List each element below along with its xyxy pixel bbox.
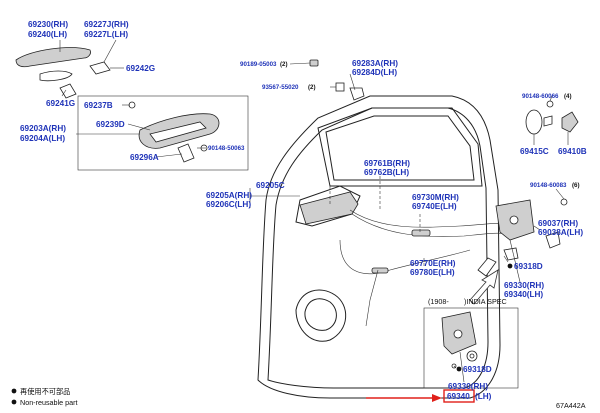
label-69283a[interactable]: 69283A(RH) bbox=[352, 59, 398, 68]
label-69239d[interactable]: 69239D bbox=[96, 120, 125, 129]
cable-assemblies bbox=[339, 209, 509, 327]
label-90148-50063[interactable]: 90148-50063 bbox=[208, 145, 245, 152]
highlight-arrow bbox=[366, 394, 442, 402]
label-69205a[interactable]: 69205A(RH) bbox=[206, 191, 252, 200]
non-reusable-marker-1 bbox=[507, 263, 513, 269]
figure-code: 67A442A bbox=[556, 401, 586, 410]
inner-handle bbox=[128, 101, 220, 163]
label-90148-60066-qty: (4) bbox=[564, 93, 572, 100]
label-93567-55020[interactable]: 93567-55020 bbox=[262, 84, 299, 91]
fasteners-top bbox=[309, 59, 579, 249]
direction-arrow bbox=[469, 269, 499, 305]
legend: 再使用不可部品 Non-reusable part bbox=[11, 387, 78, 407]
label-69241g[interactable]: 69241G bbox=[46, 99, 75, 108]
label-69318d-a[interactable]: 69318D bbox=[514, 262, 543, 271]
label-69340-a[interactable]: 69340(LH) bbox=[504, 290, 543, 299]
label-69761b[interactable]: 69761B(RH) bbox=[364, 159, 410, 168]
label-69038a[interactable]: 69038A(LH) bbox=[538, 228, 583, 237]
label-69227l[interactable]: 69227L(LH) bbox=[84, 30, 128, 39]
label-69227j[interactable]: 69227J(RH) bbox=[84, 20, 129, 29]
spec-date: (1908- bbox=[428, 297, 449, 306]
label-90148-60066[interactable]: 90148-60066 bbox=[522, 93, 559, 100]
non-reusable-marker-2 bbox=[456, 366, 462, 372]
door-lock-upper bbox=[477, 199, 535, 277]
label-69770e[interactable]: 69770E(RH) bbox=[410, 259, 456, 268]
door-lock-lower bbox=[441, 311, 478, 369]
india-spec-box bbox=[423, 307, 519, 389]
label-69203a[interactable]: 69203A(RH) bbox=[20, 124, 66, 133]
label-69204a[interactable]: 69204A(LH) bbox=[20, 134, 65, 143]
inner-handle-box bbox=[77, 95, 249, 171]
label-69237b[interactable]: 69237B bbox=[84, 101, 113, 110]
label-69230[interactable]: 69230(RH) bbox=[28, 20, 68, 29]
label-69205c[interactable]: 69205C bbox=[256, 181, 285, 190]
legend-item-2: Non-reusable part bbox=[20, 398, 78, 407]
label-69780e[interactable]: 69780E(LH) bbox=[410, 268, 455, 277]
label-69340-b-side: (LH) bbox=[475, 392, 492, 401]
spec-region: )INDIA SPEC bbox=[464, 297, 507, 306]
label-69296a[interactable]: 69296A bbox=[130, 153, 159, 162]
label-90148-60083-qty: (6) bbox=[572, 182, 580, 189]
label-69330-a[interactable]: 69330(RH) bbox=[504, 281, 544, 290]
label-69740e[interactable]: 69740E(LH) bbox=[412, 202, 457, 211]
legend-item-1: 再使用不可部品 bbox=[20, 387, 70, 396]
label-69206c[interactable]: 69206C(LH) bbox=[206, 200, 251, 209]
label-69330-b[interactable]: 69330(RH) bbox=[448, 382, 488, 391]
outside-handle bbox=[15, 47, 111, 99]
legend-bullet-1 bbox=[11, 388, 17, 394]
label-69240[interactable]: 69240(LH) bbox=[28, 30, 67, 39]
label-90189-05003[interactable]: 90189-05003 bbox=[240, 61, 277, 68]
label-69410b[interactable]: 69410B bbox=[558, 147, 587, 156]
legend-bullet-2 bbox=[11, 399, 17, 405]
label-90189-qty: (2) bbox=[280, 61, 288, 68]
leader-lines bbox=[59, 39, 569, 383]
label-69037[interactable]: 69037(RH) bbox=[538, 219, 578, 228]
label-69284d[interactable]: 69284D(LH) bbox=[352, 68, 397, 77]
highlight-box bbox=[443, 389, 475, 403]
label-93567-qty: (2) bbox=[308, 84, 316, 91]
label-69730m[interactable]: 69730M(RH) bbox=[412, 193, 459, 202]
label-69762b[interactable]: 69762B(LH) bbox=[364, 168, 409, 177]
label-69340-b[interactable]: 69340 bbox=[447, 392, 470, 401]
label-69242g[interactable]: 69242G bbox=[126, 64, 155, 73]
door-outline bbox=[257, 95, 501, 399]
label-90148-60083[interactable]: 90148-60083 bbox=[530, 182, 567, 189]
label-69318d-b[interactable]: 69318D bbox=[463, 365, 492, 374]
label-69415c[interactable]: 69415C bbox=[520, 147, 549, 156]
